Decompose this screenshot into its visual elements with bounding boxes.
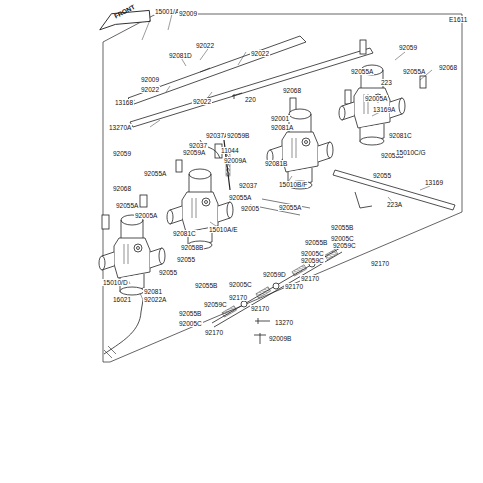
callout-number: 92055A bbox=[402, 68, 426, 75]
callout-number: 15010A/E bbox=[208, 226, 239, 233]
callout-number: 92009 bbox=[178, 10, 198, 17]
callout-number: 13169 bbox=[424, 179, 444, 186]
callout-number: 223 bbox=[380, 79, 393, 86]
callout-number: 92005C bbox=[330, 235, 355, 242]
callout-number: 92055B bbox=[330, 224, 354, 231]
callout-number: 92068 bbox=[112, 185, 132, 192]
callout-number: 92058B bbox=[180, 244, 204, 251]
callout-number: 92022 bbox=[250, 50, 270, 57]
callout-number: 92055 bbox=[176, 256, 196, 263]
callout-number: 92081B bbox=[264, 160, 288, 167]
callout-number: 92081C bbox=[172, 230, 197, 237]
callout-number: 92059 bbox=[112, 150, 132, 157]
callout-number: 11044 bbox=[220, 147, 240, 154]
callout-number: 92055B bbox=[178, 310, 202, 317]
callout-number: 92001 bbox=[270, 115, 290, 122]
callout-number: 92055B bbox=[194, 282, 218, 289]
callout-number: 223A bbox=[386, 201, 403, 208]
callout-number: 92170 bbox=[300, 275, 320, 282]
callout-number: 220 bbox=[244, 96, 257, 103]
callout-number: 13168 bbox=[114, 99, 134, 106]
callout-number: 92022 bbox=[192, 98, 212, 105]
callout-number: 92170 bbox=[284, 283, 304, 290]
callout-number: 13270 bbox=[274, 319, 294, 326]
callout-number: 92068 bbox=[282, 87, 302, 94]
callout-number: 92055A bbox=[278, 204, 302, 211]
callout-number: 92170 bbox=[370, 260, 390, 267]
callout-number: 92059 bbox=[398, 44, 418, 51]
callout-number: 92059C bbox=[203, 301, 228, 308]
callout-number: 92170 bbox=[204, 329, 224, 336]
callout-number: 92059C bbox=[300, 257, 325, 264]
callout-number: 92081D bbox=[168, 52, 193, 59]
callout-number: 92081 bbox=[143, 288, 163, 295]
callout-number: 13270A bbox=[108, 124, 132, 131]
callout-number: 92055A bbox=[115, 202, 139, 209]
callout-number: 92005A bbox=[364, 95, 388, 102]
callout-number: 92059C bbox=[332, 242, 357, 249]
callout-number: 92055 bbox=[158, 269, 178, 276]
callout-number: 13169A bbox=[372, 106, 396, 113]
callout-number: 92059A bbox=[182, 149, 206, 156]
callout-number: 92005 bbox=[240, 205, 260, 212]
callout-number: 92170 bbox=[228, 294, 248, 301]
callout-number: 92005C bbox=[228, 281, 253, 288]
callout-number: 92081C bbox=[388, 132, 413, 139]
callout-number: 92037 bbox=[188, 142, 208, 149]
callout-number: 92059B bbox=[226, 132, 250, 139]
callout-number: 92055A bbox=[350, 68, 374, 75]
callout-number: 92170 bbox=[250, 305, 270, 312]
callout-number: 92005C bbox=[178, 320, 203, 327]
callout-number: 92081A bbox=[270, 124, 294, 131]
callout-number: 92055A bbox=[143, 170, 167, 177]
callout-number: 15010C/G bbox=[395, 149, 427, 156]
callout-number: 92037 bbox=[238, 182, 258, 189]
callout-number: 92005A bbox=[134, 212, 158, 219]
callout-number: 15010B/F bbox=[278, 181, 308, 188]
callout-number: 92068 bbox=[438, 64, 458, 71]
callout-number: 92005C bbox=[300, 250, 325, 257]
callout-number: 92009 bbox=[140, 76, 160, 83]
callout-number: 92059D bbox=[262, 271, 287, 278]
callout-number: 92022A bbox=[143, 296, 167, 303]
callout-number: 92009A bbox=[223, 157, 247, 164]
callout-number: 16021 bbox=[112, 296, 132, 303]
callout-number: 92009B bbox=[268, 335, 292, 342]
callout-number: 92022 bbox=[140, 86, 160, 93]
callout-number: 92055 bbox=[372, 172, 392, 179]
callout-number: 92055A bbox=[228, 194, 252, 201]
callout-number: 15010/D bbox=[102, 279, 129, 286]
callout-number: E1611 bbox=[448, 16, 468, 23]
callout-number: 92055B bbox=[304, 239, 328, 246]
callout-number: 15001/A bbox=[154, 8, 180, 15]
callout-number: 92022 bbox=[195, 42, 215, 49]
